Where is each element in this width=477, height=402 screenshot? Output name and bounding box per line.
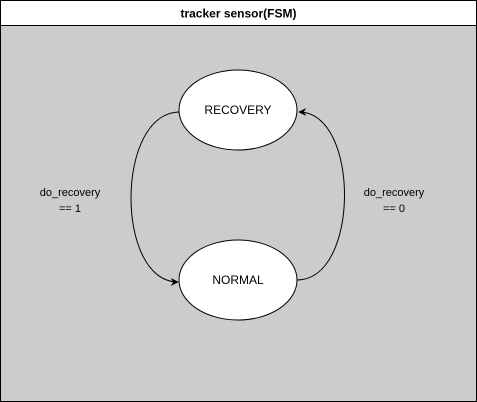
- state-normal-label: NORMAL: [212, 273, 264, 287]
- transition-label-left-line1: do_recovery: [40, 187, 101, 199]
- state-recovery: [178, 69, 298, 151]
- transition-recovery-to-normal: [130, 111, 181, 286]
- diagram-title: tracker sensor(FSM): [180, 7, 296, 21]
- transition-normal-to-recovery: [296, 108, 345, 281]
- transition-label-right-line2: == 0: [383, 203, 405, 215]
- state-recovery-label: RECOVERY: [204, 103, 271, 117]
- transition-label-left-line2: == 1: [59, 203, 81, 215]
- state-normal: [178, 239, 298, 321]
- transition-label-right-line1: do_recovery: [364, 187, 425, 199]
- diagram-header: [0, 0, 477, 26]
